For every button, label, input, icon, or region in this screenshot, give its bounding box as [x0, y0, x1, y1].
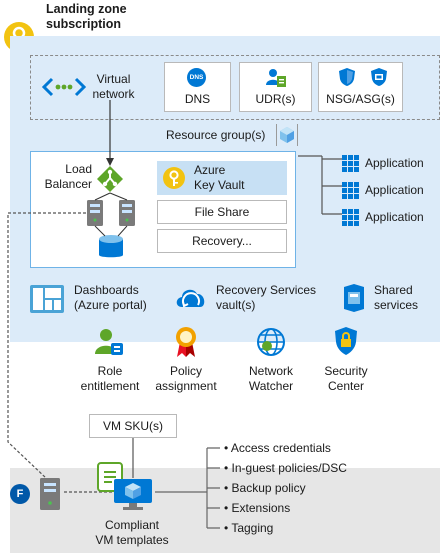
application-list: Application Application Application	[342, 150, 424, 231]
server-icon-right	[119, 200, 135, 226]
application-grid-icon	[342, 155, 359, 172]
application-label: Application	[365, 183, 424, 197]
role-entitlement-label: Role entitlement	[80, 364, 140, 393]
diagram-title: Landing zone subscription	[46, 2, 127, 31]
vm-template-band	[10, 468, 440, 553]
bullet-item: • Extensions	[224, 501, 291, 515]
resource-group-label: Resource group(s)	[166, 128, 266, 142]
application-label: Application	[365, 210, 424, 224]
nsg-box	[318, 62, 403, 112]
role-icon	[95, 329, 123, 355]
key-vault-icon	[163, 167, 185, 189]
shared-services-label: Shared services	[374, 283, 419, 312]
dns-label: DNS	[184, 92, 211, 106]
virtual-network-icon	[42, 77, 86, 97]
security-center-label: Security Center	[324, 364, 368, 393]
template-attributes-list: • Access credentials • In-guest policies…	[224, 440, 347, 540]
nsg-label: NSG/ASG(s)	[326, 92, 395, 106]
file-share-box: File Share	[157, 200, 287, 224]
recovery-vault-label: Recovery Services vault(s)	[216, 283, 317, 312]
resource-group-cube-icon	[280, 127, 294, 143]
vm-sku-box: VM SKU(s)	[89, 414, 177, 438]
network-watcher-label: Network Watcher	[248, 364, 294, 393]
policy-icon	[176, 327, 196, 357]
recovery-box: Recovery...	[157, 229, 287, 253]
application-grid-icon	[342, 182, 359, 199]
asg-shield-icon	[371, 68, 387, 86]
bullet-item: • Tagging	[224, 521, 274, 535]
server-icon-left	[87, 200, 103, 226]
load-balancer-label: Load Balancer	[44, 162, 92, 191]
f-badge: F	[10, 484, 30, 504]
route-table-icon	[266, 69, 286, 87]
compliant-vm-templates-label: Compliant VM templates	[95, 518, 169, 547]
resource-group-bracket	[276, 124, 298, 146]
server-icon-bottom	[40, 478, 60, 510]
bullet-item: • Backup policy	[224, 481, 306, 495]
recovery-vault-icon	[176, 289, 205, 308]
nsg-shield-icon	[339, 68, 355, 86]
dashboards-label: Dashboards (Azure portal)	[74, 283, 147, 312]
policy-assignment-label: Policy assignment	[155, 364, 217, 393]
load-balancer-icon	[97, 166, 123, 192]
dns-icon: DNS	[187, 68, 206, 87]
bullet-item: • Access credentials	[224, 441, 331, 455]
security-center-icon	[335, 327, 357, 355]
application-item: Application	[342, 177, 424, 204]
virtual-network-label: Virtual network	[92, 72, 135, 101]
network-region	[30, 55, 440, 120]
bullet-item: • In-guest policies/DSC	[224, 461, 347, 475]
application-item: Application	[342, 204, 424, 231]
application-label: Application	[365, 156, 424, 170]
key-vault-label: Azure Key Vault	[194, 163, 245, 192]
shared-services-icon	[344, 284, 364, 312]
network-watcher-icon	[257, 328, 285, 356]
application-grid-icon	[342, 209, 359, 226]
database-icon	[99, 235, 123, 258]
dashboard-icon	[30, 285, 64, 313]
udr-label: UDR(s)	[255, 92, 296, 106]
application-item: Application	[342, 150, 424, 177]
application-connectors	[298, 155, 342, 215]
vm-monitor-icon	[114, 479, 152, 510]
